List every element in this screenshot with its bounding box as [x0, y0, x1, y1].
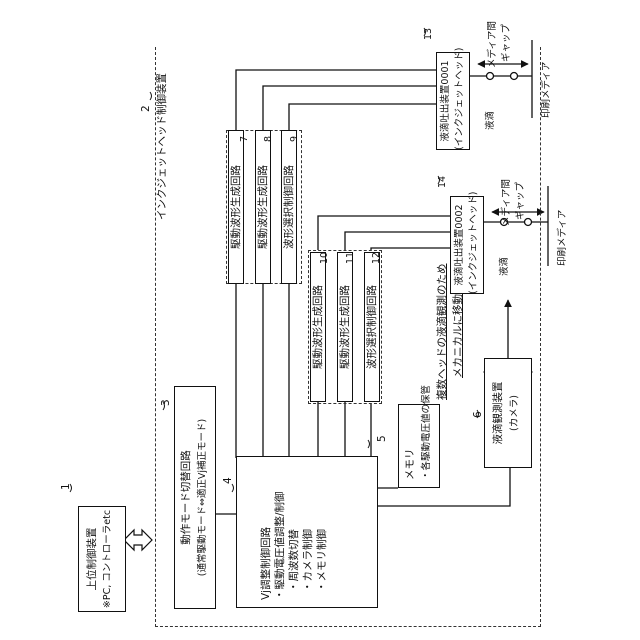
camera-note-line1: 複数ヘッドの液滴観測のため	[436, 264, 449, 401]
circuit-9-label: 波形選択制御回路	[283, 130, 296, 284]
head-13-title: 液滴吐出装置0001	[439, 52, 452, 150]
mode-switch-subtitle: (通常駆動モード⇔適正Vj補正モード)	[196, 386, 209, 609]
droplet-label-14: 液滴	[498, 257, 511, 276]
mode-switch-title: 動作モード切替回路	[180, 386, 193, 609]
gap-label-13-line2: ギャップ	[500, 24, 513, 62]
head-14-ref: 14	[436, 176, 449, 188]
head-14-title: 液滴吐出装置0002	[453, 196, 466, 294]
circuit-11-ref: 11	[344, 252, 357, 264]
head-13-subtitle: (インクジェットヘッド)	[453, 52, 466, 150]
mode-switch-ref: 3	[160, 399, 173, 406]
media-label-13: 印刷メディア	[540, 62, 553, 118]
circuit-7-ref: 7	[238, 136, 251, 142]
circuit-12-label: 波形選択制御回路	[366, 252, 379, 402]
memory-title: メモリ	[404, 449, 417, 481]
head-13-ref: 13	[422, 28, 435, 40]
camera-note-line2: メカニカルに移動可	[452, 284, 465, 379]
vj-control-item-4: ・メモリ制御	[316, 529, 329, 592]
circuit-11-label: 駆動波形生成回路	[339, 252, 352, 402]
head-14-subtitle: (インクジェットヘッド)	[467, 196, 480, 294]
vj-control-item-1: ・駆動電圧値調整/制御	[274, 491, 287, 600]
observer-title: 液滴観測装置	[492, 358, 505, 468]
observer-subtitle: (カメラ)	[508, 358, 521, 468]
host-controller-title: 上位制御装置	[86, 506, 99, 612]
gap-label-14-line1: メディア間	[500, 179, 513, 226]
circuit-12-ref: 12	[370, 252, 383, 264]
circuit-10-label: 駆動波形生成回路	[312, 252, 325, 402]
memory-detail: ・各駆動電圧値の保管	[420, 385, 433, 480]
circuit-8-label: 駆動波形生成回路	[257, 130, 270, 284]
vj-control-item-2: ・周波数切替	[288, 529, 301, 592]
vj-control-title: Vj調整制御回路	[260, 527, 273, 600]
inkjet-control-device-ref: 2	[140, 105, 153, 112]
inkjet-control-device-label: インクジェットヘッド制御装置	[156, 73, 169, 220]
host-controller-note: ※PC, コントローラetc	[101, 506, 114, 612]
circuit-9-ref: 9	[288, 136, 301, 142]
host-controller-ref: 1	[60, 483, 73, 490]
vj-control-item-3: ・カメラ制御	[302, 529, 315, 592]
droplet-label-13: 液滴	[484, 111, 497, 130]
circuit-7-label: 駆動波形生成回路	[230, 130, 243, 284]
vj-control-ref: 4	[222, 477, 235, 484]
gap-label-14-line2: ギャップ	[514, 182, 527, 220]
memory-ref: 5	[376, 435, 389, 442]
observer-ref: 6	[472, 411, 485, 418]
circuit-8-ref: 8	[262, 136, 275, 142]
circuit-10-ref: 10	[318, 252, 331, 264]
media-label-14: 印刷メディア	[556, 210, 569, 266]
gap-label-13-line1: メディア間	[486, 21, 499, 68]
